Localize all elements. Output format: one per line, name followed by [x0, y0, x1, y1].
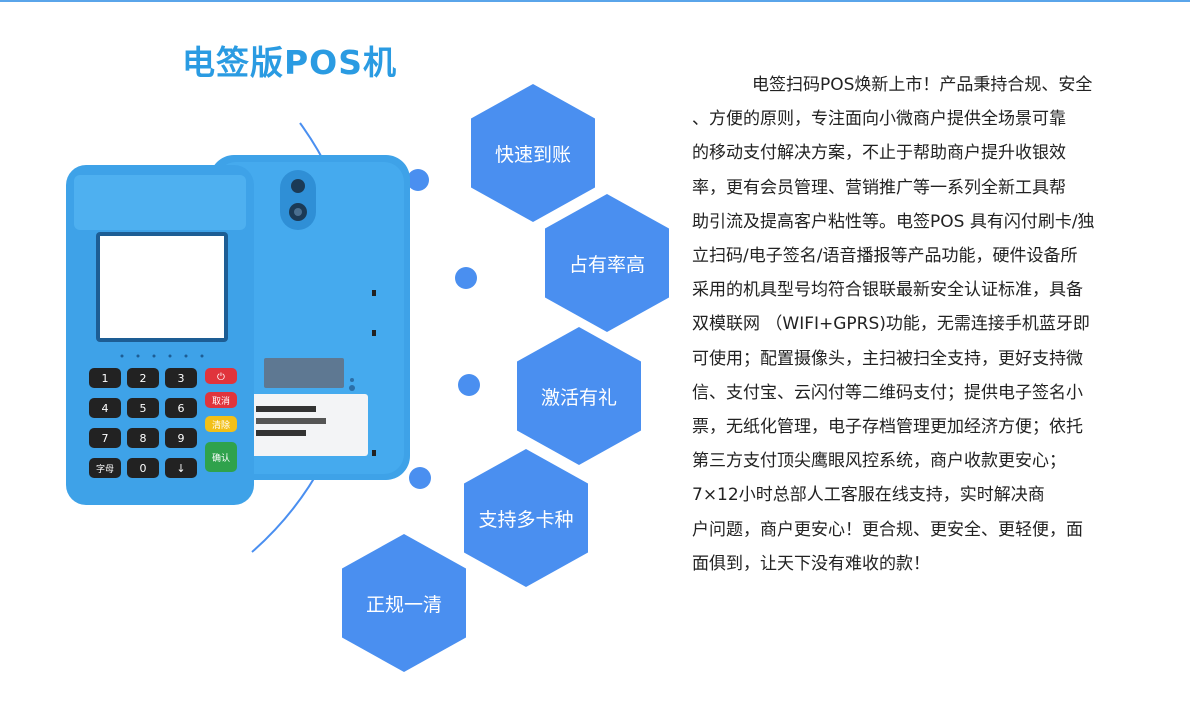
- svg-text:1: 1: [102, 372, 109, 385]
- keypad-key: 6: [165, 398, 197, 418]
- description-line: 助引流及提高客户粘性等。电签POS 具有闪付刷卡/独: [692, 211, 1095, 232]
- description-line: 采用的机具型号均符合银联最新安全认证标准，具备: [692, 280, 1083, 301]
- svg-text:取消: 取消: [212, 395, 230, 407]
- keypad-key: ↓: [165, 458, 197, 478]
- feature-label: 激活有礼: [540, 386, 617, 409]
- keypad-key: 7: [89, 428, 121, 448]
- keypad-func-key: 清除: [205, 416, 237, 432]
- keypad-key: 0: [127, 458, 159, 478]
- feature-hex-compliant: 正规一清: [342, 534, 466, 672]
- keypad-key: 3: [165, 368, 197, 388]
- svg-text:2: 2: [140, 372, 147, 385]
- feature-hex-activation-gift: 激活有礼: [517, 327, 641, 465]
- svg-text:3: 3: [178, 372, 185, 385]
- description-line: 双模联网 （WIFI+GPRS)功能，无需连接手机蓝牙即: [692, 314, 1090, 335]
- feature-label: 正规一清: [365, 593, 442, 616]
- description-line: 率，更有会员管理、营销推广等一系列全新工具帮: [692, 177, 1066, 198]
- feature-hex-fast-settlement: 快速到账: [471, 84, 595, 222]
- description-line: 、方便的原则，专注面向小微商户提供全场景可靠: [692, 109, 1066, 130]
- svg-text:9: 9: [178, 432, 185, 445]
- hexagon-shape: [464, 449, 588, 587]
- arc-dot: [455, 267, 477, 289]
- keypad-func-key: 确认: [205, 442, 237, 472]
- feature-label: 支持多卡种: [478, 508, 574, 531]
- svg-text:4: 4: [102, 402, 109, 415]
- svg-text:⏻: ⏻: [217, 372, 225, 383]
- pos-device-back: [210, 155, 410, 480]
- svg-text:确认: 确认: [212, 452, 230, 464]
- description-line: 立扫码/电子签名/语音播报等产品功能，硬件设备所: [692, 246, 1078, 267]
- description-line: 可使用；配置摄像头，主扫被扫全支持，更好支持微: [692, 348, 1083, 369]
- svg-text:清除: 清除: [212, 419, 230, 431]
- keypad-key: 9: [165, 428, 197, 448]
- description-line: 信、支付宝、云闪付等二维码支付；提供电子签名小: [692, 382, 1083, 403]
- keypad-key: 5: [127, 398, 159, 418]
- description-line: 电签扫码POS焕新上市！产品秉持合规、安全: [752, 75, 1093, 95]
- device-screen: [100, 236, 224, 338]
- svg-text:6: 6: [178, 402, 185, 415]
- keypad-key: 2: [127, 368, 159, 388]
- arc-dot: [409, 467, 431, 489]
- hexagon-shape: [342, 534, 466, 672]
- svg-text:0: 0: [140, 462, 147, 475]
- arc-dot: [458, 374, 480, 396]
- hexagon-shape: [471, 84, 595, 222]
- hexagon-shape: [545, 194, 669, 332]
- product-description: 电签扫码POS焕新上市！产品秉持合规、安全 、方便的原则，专注面向小微商户提供全…: [692, 68, 1122, 581]
- hexagon-shape: [517, 327, 641, 465]
- keypad-func-key: ⏻: [205, 368, 237, 384]
- top-accent-line: [0, 0, 1190, 2]
- description-line: 面俱到，让天下没有难收的款！: [692, 553, 930, 574]
- svg-text:↓: ↓: [176, 462, 185, 475]
- svg-text:7: 7: [102, 432, 109, 445]
- description-line: 的移动支付解决方案，不止于帮助商户提升收银效: [692, 143, 1066, 164]
- description-line: 票，无纸化管理，电子存档管理更加经济方便；依托: [692, 417, 1083, 438]
- keypad-key: 8: [127, 428, 159, 448]
- back-sticker-1: [264, 358, 344, 388]
- back-sticker-2: [250, 394, 368, 456]
- svg-text:5: 5: [140, 402, 147, 415]
- keypad-key: 字母: [89, 458, 121, 478]
- keypad-key: 4: [89, 398, 121, 418]
- feature-label: 快速到账: [494, 143, 571, 166]
- keypad-func-key: 取消: [205, 392, 237, 408]
- keypad-key: 1: [89, 368, 121, 388]
- feature-label: 占有率高: [568, 253, 645, 276]
- pos-keypad: 1 2 3 ⏻ 4 5 6 取消 7 8 9 清除 字母 0 ↓ 确认: [89, 368, 237, 478]
- description-line: 户问题，商户更安心！更合规、更安全、更轻便，面: [692, 519, 1083, 540]
- feature-hex-high-share: 占有率高: [545, 194, 669, 332]
- pos-device-illustration: 1 2 3 ⏻ 4 5 6 取消 7 8 9 清除 字母 0 ↓ 确认: [66, 155, 410, 505]
- page-title: 电签版POS机: [182, 43, 398, 82]
- arc-dot: [407, 169, 429, 191]
- svg-text:字母: 字母: [96, 463, 114, 475]
- description-line: 7×12小时总部人工客服在线支持，实时解决商: [692, 485, 1045, 506]
- description-line: 第三方支付顶尖鹰眼风控系统，商户收款更安心；: [692, 451, 1066, 472]
- feature-hex-multi-card: 支持多卡种: [464, 449, 588, 587]
- svg-text:8: 8: [140, 432, 147, 445]
